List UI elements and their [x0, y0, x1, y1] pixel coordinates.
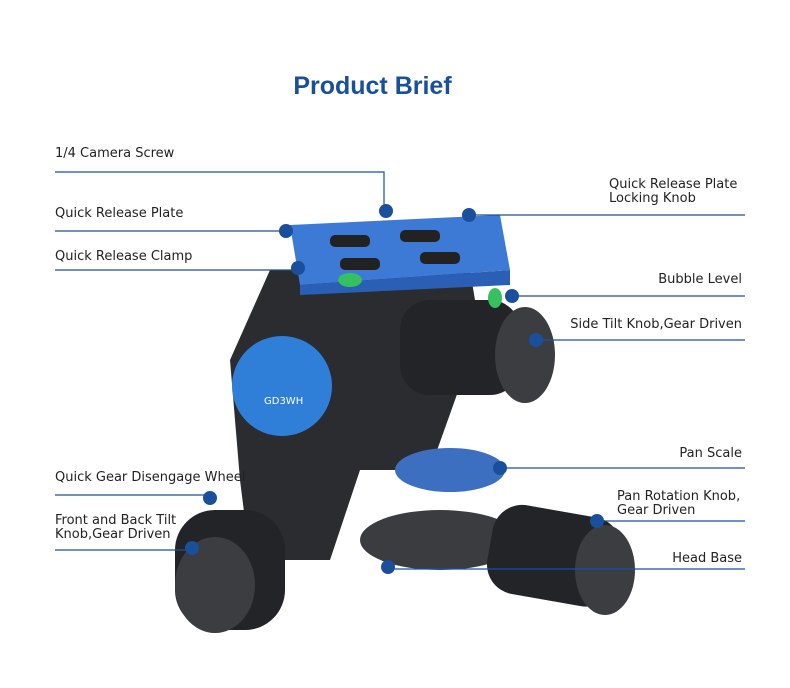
label-line: Gear Driven: [617, 503, 696, 518]
label-camera-screw: 1/4 Camera Screw: [55, 146, 175, 161]
model-label: GD3WH: [264, 396, 303, 407]
tripod-head: GD3WH: [175, 215, 635, 633]
label-line: Knob,Gear Driven: [55, 527, 171, 542]
label-side-tilt-knob: Side Tilt Knob,Gear Driven: [570, 317, 742, 332]
label-line: Locking Knob: [609, 191, 696, 206]
label-line: Pan Rotation Knob,: [617, 489, 741, 504]
label-quick-release-clamp: Quick Release Clamp: [55, 249, 193, 264]
label-gear-disengage-wheel: Quick Gear Disengage Wheel: [55, 470, 246, 485]
label-quick-release-plate: Quick Release Plate: [55, 206, 184, 221]
label-bubble-level: Bubble Level: [658, 272, 742, 287]
bubble-level-vial: [338, 273, 362, 287]
tilt-scale-dial: [232, 336, 332, 436]
label-pan-rotation-knob: Pan Rotation Knob,Gear Driven: [617, 490, 740, 518]
label-head-base: Head Base: [672, 551, 742, 566]
callout-dots: [185, 204, 604, 574]
label-line: Quick Release Plate: [609, 177, 738, 192]
page-title: Product Brief: [293, 72, 452, 100]
label-line: Front and Back Tilt: [55, 513, 177, 528]
label-pan-scale: Pan Scale: [679, 446, 742, 461]
leader-lines: [55, 171, 745, 570]
